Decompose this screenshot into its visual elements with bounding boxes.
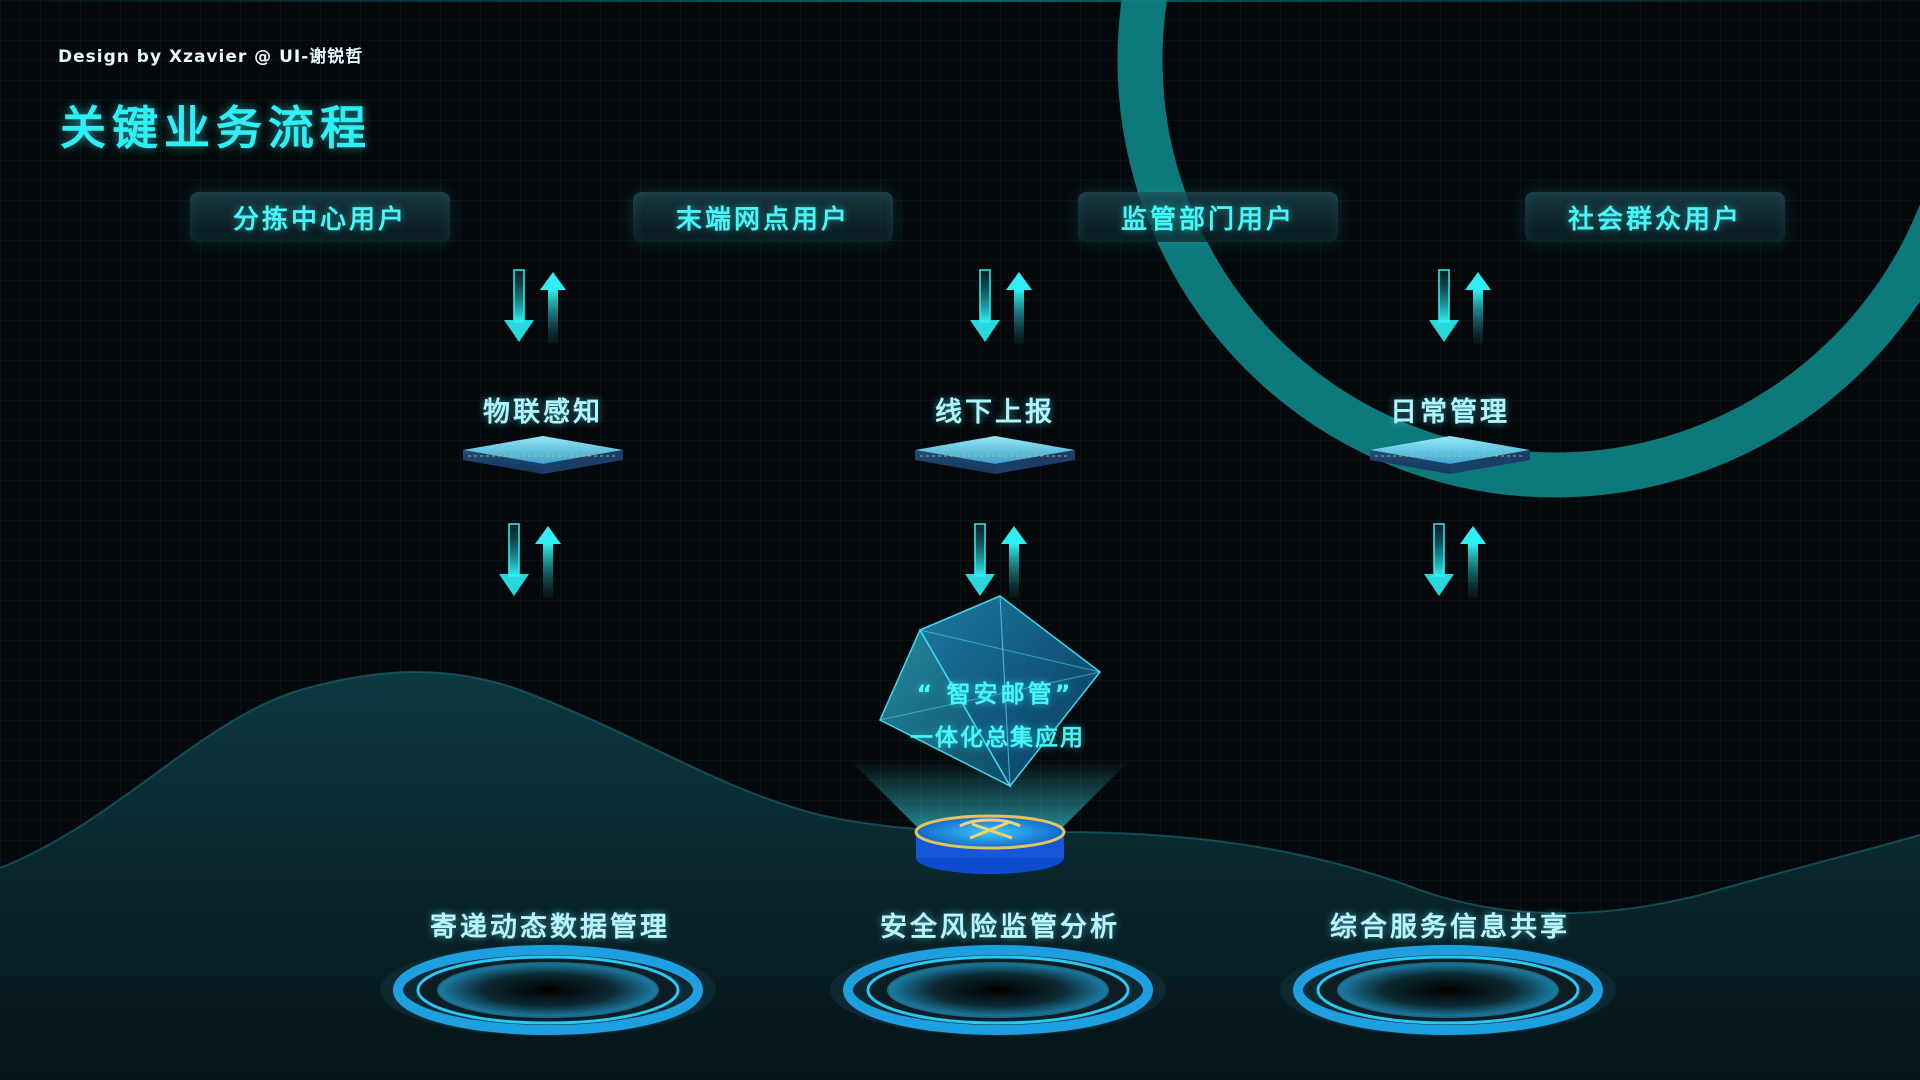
bottom-label-info-sharing: 综合服务信息共享 xyxy=(1330,912,1570,943)
user-chip-terminal-outlet[interactable]: 末端网点用户 xyxy=(633,192,893,242)
node-label-daily-management: 日常管理 xyxy=(1390,397,1510,428)
updown-arrow-icon xyxy=(499,523,561,598)
updown-arrow-icon xyxy=(970,269,1032,344)
cube-icon xyxy=(879,595,1102,788)
bottom-label-risk-analysis: 安全风险监管分析 xyxy=(880,912,1120,943)
decor-ring xyxy=(1117,0,1920,498)
page-title: 关键业务流程 xyxy=(60,101,372,155)
node-label-offline-report: 线下上报 xyxy=(935,397,1055,428)
platform-ring-icon xyxy=(380,944,716,1036)
user-chip-regulator[interactable]: 监管部门用户 xyxy=(1078,192,1338,242)
top-frame-line xyxy=(0,0,1920,2)
center-title: “ 智安邮管” xyxy=(916,680,1074,708)
updown-arrow-icon xyxy=(965,523,1027,598)
logo-disc-icon xyxy=(914,814,1066,874)
node-label-iot: 物联感知 xyxy=(483,397,603,428)
updown-arrow-icon xyxy=(504,269,566,344)
design-credit: Design by Xzavier @ UI-谢锐哲 xyxy=(58,47,364,67)
light-beam xyxy=(850,760,1130,830)
updown-arrow-icon xyxy=(1424,523,1486,598)
bottom-label-data-management: 寄递动态数据管理 xyxy=(430,912,670,943)
user-chip-sorting-center[interactable]: 分拣中心用户 xyxy=(190,192,450,242)
user-chip-public[interactable]: 社会群众用户 xyxy=(1525,192,1785,242)
platform-ring-icon xyxy=(830,944,1166,1036)
platform-ring-icon xyxy=(1280,944,1616,1036)
layer-slab-icon xyxy=(1370,436,1530,474)
center-subtitle: 一体化总集应用 xyxy=(910,725,1085,751)
layer-slab-icon xyxy=(915,436,1075,474)
updown-arrow-icon xyxy=(1429,269,1491,344)
layer-slab-icon xyxy=(463,436,623,474)
